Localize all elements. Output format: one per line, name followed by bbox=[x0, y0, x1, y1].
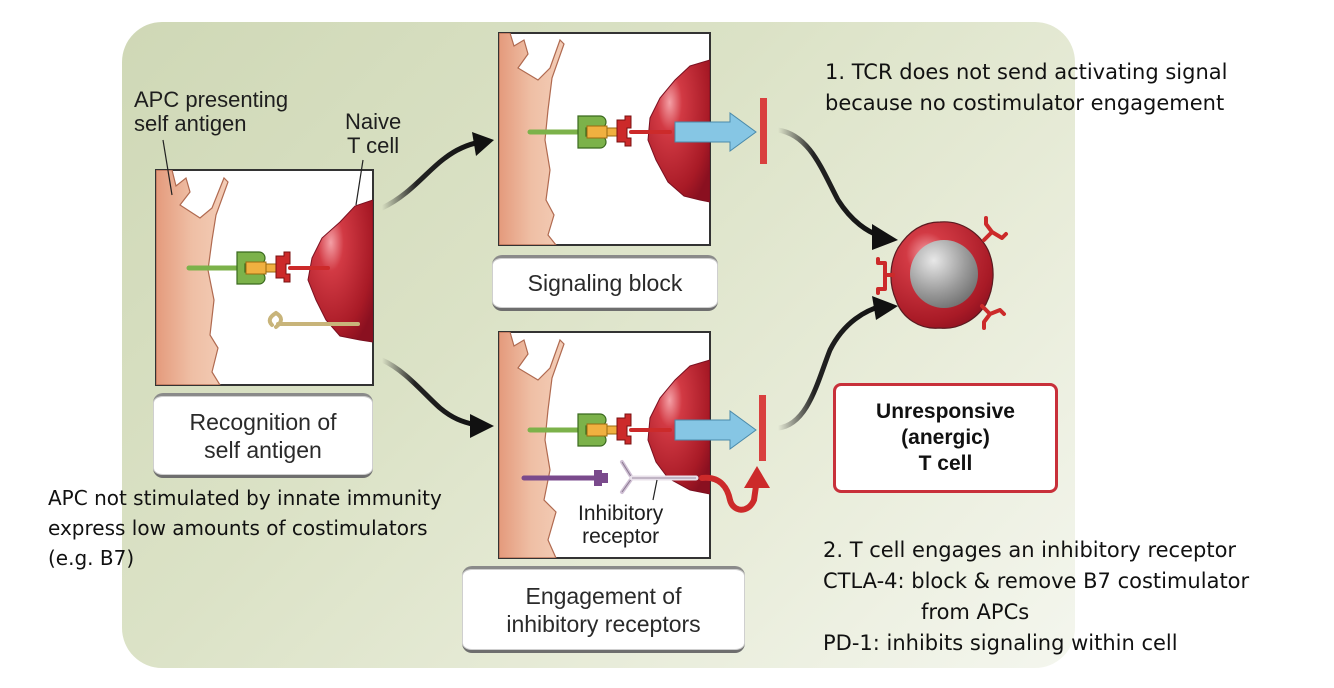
signaling-block-label: Signaling block bbox=[527, 270, 683, 296]
arrow-top-to-anergic bbox=[775, 127, 883, 239]
note-apc-costimulators: APC not stimulated by innate immunity ex… bbox=[48, 483, 442, 573]
apc-callout: APC presenting self antigen bbox=[134, 88, 288, 136]
note-apc-line3: (e.g. B7) bbox=[48, 546, 135, 570]
anergic-t-cell bbox=[876, 216, 1008, 330]
apc-cell bbox=[156, 170, 229, 385]
mhc-tcr-complex-left bbox=[186, 251, 330, 285]
naive-callout-line2: T cell bbox=[347, 133, 400, 158]
mhc-tcr-complex-top bbox=[527, 115, 672, 149]
arrow-to-signaling-block bbox=[379, 139, 483, 211]
note-point1-line2: because no costimulator engagement bbox=[825, 91, 1225, 115]
block-bar-bottom bbox=[759, 395, 766, 461]
inhibitory-label-line2: inhibitory receptors bbox=[506, 610, 701, 637]
block-bar-top bbox=[760, 98, 767, 164]
label-signaling-block: Signaling block bbox=[492, 255, 718, 311]
note-point-2: 2. T cell engages an inhibitory receptor… bbox=[823, 535, 1249, 659]
signal-arrow-top bbox=[674, 112, 757, 152]
apc-callout-line1: APC presenting bbox=[134, 87, 289, 112]
label-engagement-of-inhibitory-receptors: Engagement of inhibitory receptors bbox=[462, 566, 745, 653]
note-apc-line1: APC not stimulated by innate immunity bbox=[48, 486, 442, 510]
mhc-tcr-complex-bottom bbox=[527, 413, 672, 447]
naive-t-cell-callout: Naive T cell bbox=[345, 110, 401, 158]
inhibitory-receptor-callout: Inhibitory receptor bbox=[578, 502, 663, 548]
flow-arrows bbox=[379, 127, 898, 438]
note-point2-line4: PD-1: inhibits signaling within cell bbox=[823, 631, 1178, 655]
note-point1-line1: 1. TCR does not send activating signal bbox=[825, 60, 1228, 84]
note-point2-line2: CTLA-4: block & remove B7 costimulator bbox=[823, 569, 1250, 593]
recognition-label-line2: self antigen bbox=[204, 436, 322, 463]
signaling-block-panel bbox=[498, 32, 767, 246]
note-point-1: 1. TCR does not send activating signal b… bbox=[825, 57, 1227, 119]
b7-ligand bbox=[521, 470, 608, 486]
recognition-label-line1: Recognition of bbox=[189, 408, 337, 435]
outcome-line2: (anergic) bbox=[901, 426, 990, 449]
arrow-to-inhibitory bbox=[379, 357, 479, 428]
arrow-bottom-to-anergic bbox=[775, 303, 885, 431]
label-recognition-of-self-antigen: Recognition of self antigen bbox=[153, 393, 373, 478]
unresponsive-anergic-t-cell-box: Unresponsive (anergic) T cell bbox=[833, 383, 1058, 493]
inhibitory-signal-arrow bbox=[699, 474, 759, 513]
inhibitory-label-line1: Engagement of bbox=[525, 582, 682, 609]
note-point2-line1: 2. T cell engages an inhibitory receptor bbox=[823, 538, 1237, 562]
inhibitory-receptor bbox=[620, 460, 699, 501]
outcome-line3: T cell bbox=[918, 452, 973, 475]
naive-t-cell bbox=[307, 199, 373, 343]
inhibitory-callout-line2: receptor bbox=[582, 525, 660, 548]
signal-arrow-bottom bbox=[674, 410, 757, 450]
note-point2-line3: from APCs bbox=[921, 600, 1030, 624]
surface-receptors bbox=[876, 216, 1008, 330]
naive-callout-line1: Naive bbox=[345, 109, 402, 134]
apc-callout-line2: self antigen bbox=[134, 111, 247, 136]
inhibitory-panel bbox=[498, 331, 770, 559]
note-apc-line2: express low amounts of costimulators bbox=[48, 516, 428, 540]
nucleus bbox=[910, 240, 978, 308]
cd28-receptor bbox=[267, 311, 360, 329]
inhibitory-callout-line1: Inhibitory bbox=[578, 502, 664, 525]
recognition-panel bbox=[155, 139, 374, 386]
outcome-line1: Unresponsive bbox=[876, 400, 1015, 423]
